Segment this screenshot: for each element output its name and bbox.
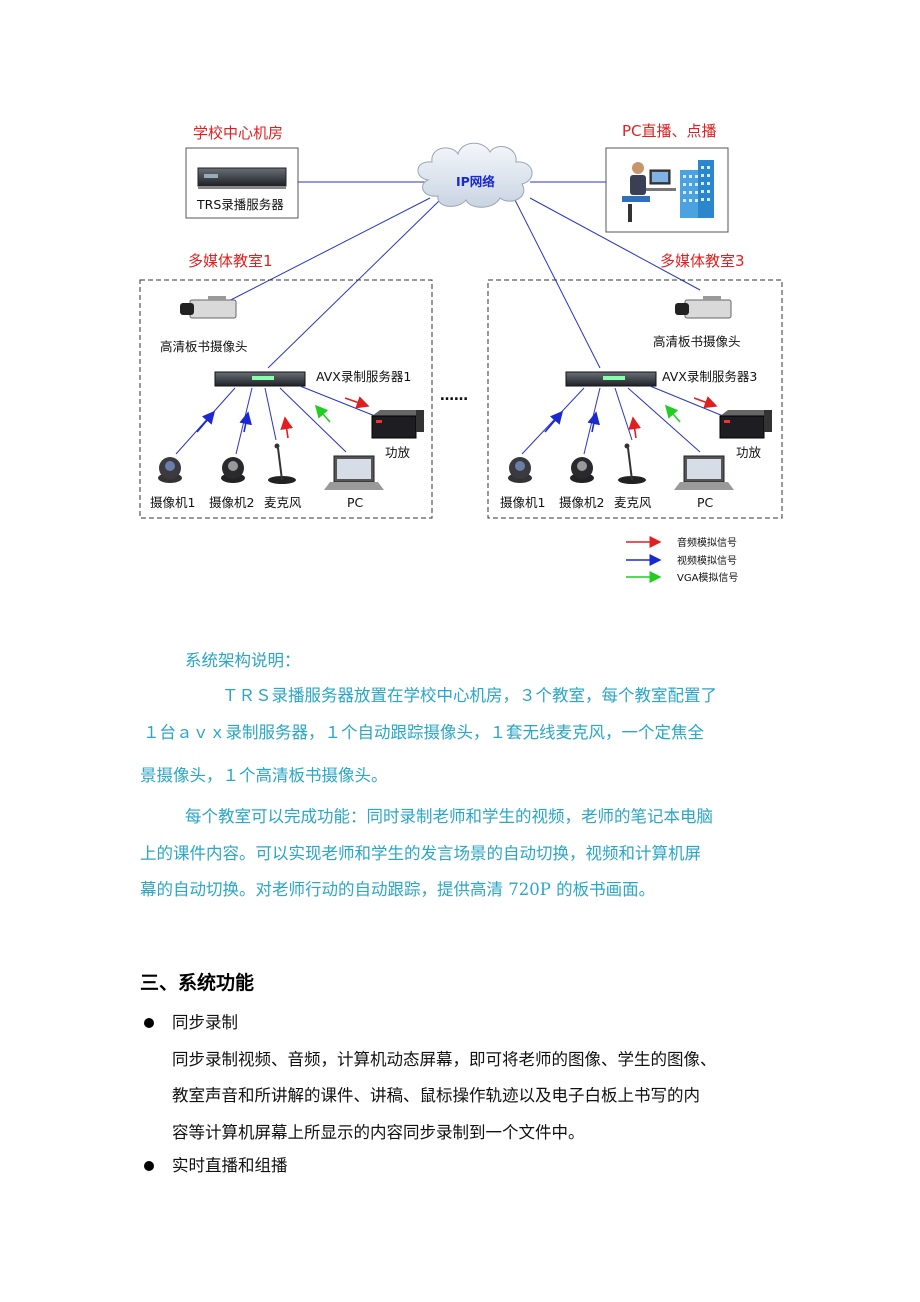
classroom1-signal-arrows: [196, 396, 370, 439]
classroom1-title: 多媒体教室1: [188, 252, 273, 270]
ip-network-cloud-icon: [417, 142, 533, 208]
architecture-title: 系统架构说明：: [185, 651, 301, 670]
legend-vga-label: VGA模拟信号: [677, 571, 738, 584]
avx-server1-icon: [214, 371, 306, 387]
network-links: [214, 181, 701, 369]
pc-live-title: PC直播、点播: [622, 122, 717, 140]
signal-legend: [626, 536, 662, 583]
pc-user-icon: [622, 162, 676, 222]
classroom3-title: 多媒体教室3: [660, 252, 745, 270]
hd-camera3-icon: [675, 296, 732, 319]
architecture-p1-line1: ＴＲＳ录播服务器放置在学校中心机房，３个教室，每个教室配置了: [222, 686, 717, 705]
c3-laptop-icon: [674, 455, 734, 490]
classroom-ellipsis: ……: [440, 388, 468, 404]
c3-camera2-icon: [570, 457, 594, 483]
c3-cam1-label: 摄像机1: [500, 495, 545, 510]
hd-cam1-label: 高清板书摄像头: [160, 339, 248, 354]
item-sync-line2: 教室声音和所讲解的课件、讲稿、鼠标操作轨迹以及电子白板上书写的内: [172, 1086, 700, 1105]
section-heading: 三、系统功能: [140, 972, 255, 994]
amp1-label: 功放: [385, 445, 411, 460]
bullet-icon: [144, 1161, 154, 1171]
item-sync-line3: 容等计算机屏幕上所显示的内容同步录制到一个文件中。: [172, 1123, 585, 1142]
classroom3-signal-arrows: [544, 396, 718, 439]
c1-cam2-label: 摄像机2: [209, 495, 254, 510]
item-title-sync-recording: 同步录制: [172, 1013, 238, 1032]
architecture-p2-line1: 每个教室可以完成功能：同时录制老师和学生的视频，老师的笔记本电脑: [185, 807, 713, 826]
c1-camera2-icon: [221, 457, 245, 483]
c3-mic-label: 麦克风: [614, 495, 652, 510]
hd-cam3-label: 高清板书摄像头: [653, 334, 741, 349]
building-icon: [680, 160, 714, 218]
item-sync-line1: 同步录制视频、音频，计算机动态屏幕，即可将老师的图像、学生的图像、: [172, 1050, 717, 1069]
architecture-p1-line2: １台ａｖｘ录制服务器，１个自动跟踪摄像头，１套无线麦克风，一个定焦全: [143, 723, 704, 742]
c1-microphone-icon: [268, 443, 296, 484]
c1-camera1-icon: [158, 457, 182, 483]
amp3-label: 功放: [736, 445, 762, 460]
ip-network-label: IP网络: [456, 174, 495, 189]
architecture-p2-line2: 上的课件内容。可以实现老师和学生的发言场景的自动切换，视频和计算机屏: [140, 844, 701, 863]
bullet-icon: [144, 1018, 154, 1028]
item-title-live-multicast: 实时直播和组播: [172, 1156, 288, 1175]
c1-cam1-label: 摄像机1: [150, 495, 195, 510]
c1-mic-label: 麦克风: [264, 495, 302, 510]
avx-server3-icon: [565, 371, 657, 387]
architecture-p1-line3: 景摄像头，１个高清板书摄像头。: [140, 766, 388, 785]
c1-laptop-icon: [324, 455, 384, 490]
avx3-label: AVX录制服务器3: [662, 369, 757, 384]
classroom1-box: [139, 279, 433, 519]
classroom3-box: [487, 279, 783, 519]
hd-camera-icon: [180, 296, 237, 319]
c1-pc-label: PC: [347, 495, 364, 510]
architecture-p2-line3: 幕的自动切换。对老师行动的自动跟踪，提供高清 720P 的板书画面。: [140, 880, 656, 899]
amplifier3-icon: [719, 410, 772, 439]
trs-server-label: TRS录播服务器: [196, 197, 284, 212]
system-architecture-diagram: 学校中心机房 TRS录播服务器 IP网络 PC直播、点播: [139, 122, 783, 584]
amplifier1-icon: [371, 410, 424, 439]
legend-audio-label: 音频模拟信号: [677, 536, 737, 549]
classroom3-links: [521, 385, 729, 455]
c3-microphone-icon: [618, 443, 646, 484]
c3-cam2-label: 摄像机2: [559, 495, 604, 510]
trs-server-icon: [197, 167, 287, 189]
avx1-label: AVX录制服务器1: [316, 369, 411, 384]
legend-video-label: 视频模拟信号: [677, 554, 737, 567]
c3-camera1-icon: [508, 457, 532, 483]
c3-pc-label: PC: [697, 495, 714, 510]
school-room-title: 学校中心机房: [193, 124, 283, 142]
